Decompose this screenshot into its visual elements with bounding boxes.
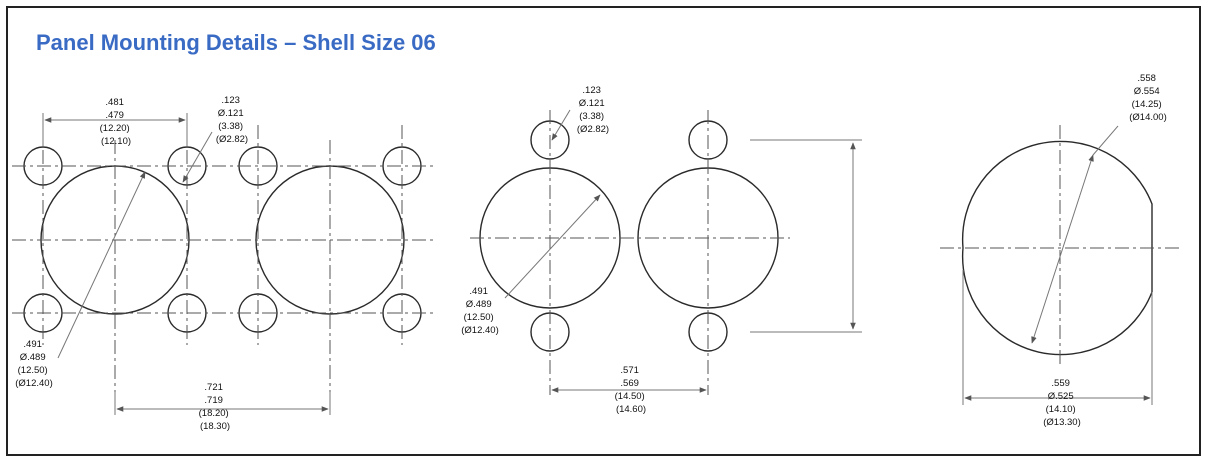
callout-two-hole-mount-hole: .123 Ø.121 (3.38) (Ø2.82) (577, 85, 609, 135)
callout-single-hole-spacing: .481 .479 (12.20) (12.10) (100, 97, 133, 147)
d-cut-pattern (940, 125, 1180, 405)
callout-two-hole-center-spacing: .571 .569 (14.50) (14.60) (615, 365, 648, 415)
drawing-frame (6, 6, 1201, 456)
callout-single-mount-hole: .123 Ø.121 (3.38) (Ø2.82) (216, 95, 248, 145)
page-title: Panel Mounting Details – Shell Size 06 (36, 30, 436, 55)
callout-d-cut-flat: .559 Ø.525 (14.10) (Ø13.30) (1043, 378, 1081, 428)
callout-two-hole-main-hole: .491 Ø.489 (12.50) (Ø12.40) (461, 286, 499, 336)
callout-single-center-spacing: .721 .719 (18.20) (18.30) (199, 382, 232, 432)
two-hole-pattern (470, 109, 862, 395)
four-hole-pattern (12, 113, 435, 415)
callout-single-main-hole: .491 Ø.489 (12.50) (Ø12.40) (15, 339, 53, 389)
callout-d-cut-diameter: .558 Ø.554 (14.25) (Ø14.00) (1129, 73, 1167, 123)
